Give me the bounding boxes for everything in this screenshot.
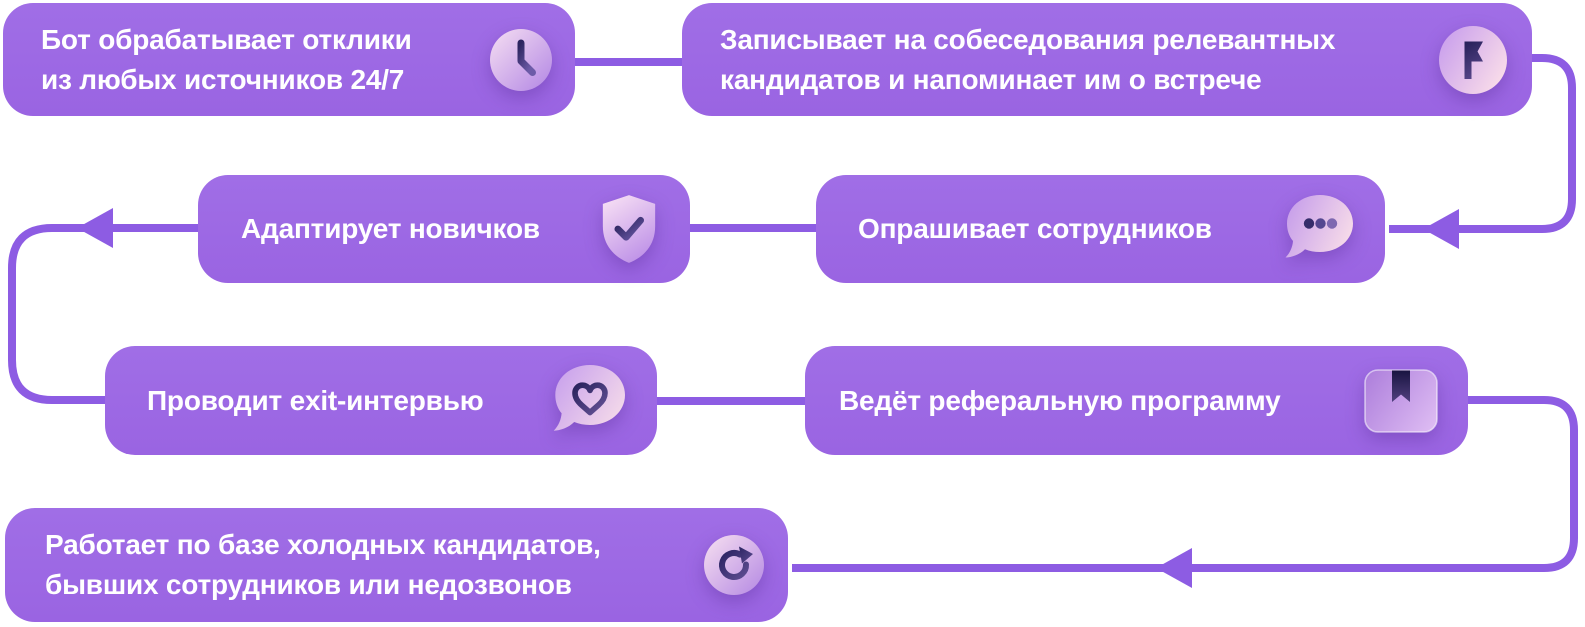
step-bot-processes: Бот обрабатывает отклики из любых источн…: [3, 3, 575, 116]
step-onboarding: Адаптирует новичков: [198, 175, 690, 283]
step-cold-base: Работает по базе холодных кандидатов, бы…: [5, 508, 788, 622]
shield-check-icon: [598, 193, 660, 265]
heart-chat-icon: [550, 360, 630, 442]
step-label-line: Бот обрабатывает отклики: [41, 23, 412, 55]
step-label-line: Опрашивает сотрудников: [858, 213, 1212, 244]
step-exit-interview-label: Проводит exit-интервью: [147, 381, 484, 421]
clock-icon: [489, 28, 553, 92]
connector-right-upper: [1389, 54, 1576, 233]
step-bot-processes-label: Бот обрабатывает отклики из любых источн…: [41, 20, 412, 100]
flag-icon: [1438, 25, 1508, 95]
step-label-line: Проводит exit-интервью: [147, 384, 484, 416]
step-label-line: Записывает на собеседования релевантных: [720, 23, 1336, 55]
step-label-line: кандидатов и напоминает им о встрече: [720, 63, 1262, 95]
step-exit-interview: Проводит exit-интервью: [105, 346, 657, 455]
arrow-into-cold-base-icon: [1156, 548, 1192, 588]
connector-right-lower: [792, 396, 1578, 572]
step-cold-base-label: Работает по базе холодных кандидатов, бы…: [45, 525, 601, 605]
connector-left-down: [8, 224, 198, 404]
step-label-line: Ведёт реферальную программу: [839, 384, 1281, 416]
step-surveys: Опрашивает сотрудников: [816, 175, 1385, 283]
arrow-to-left-column-icon: [77, 208, 113, 248]
refresh-icon: [703, 534, 765, 596]
step-onboarding-label: Адаптирует новичков: [241, 209, 540, 249]
step-schedules-label: Записывает на собеседования релевантных …: [720, 20, 1335, 100]
chat-dots-icon: [1282, 190, 1358, 268]
step-label-line: Адаптирует новичков: [241, 213, 540, 244]
arrow-into-surveys-icon: [1423, 209, 1459, 249]
step-label-line: бывших сотрудников или недозвонов: [45, 569, 572, 600]
step-referral: Ведёт реферальную программу: [805, 346, 1468, 455]
step-referral-label: Ведёт реферальную программу: [839, 381, 1281, 421]
step-label-line: Работает по базе холодных кандидатов,: [45, 529, 601, 560]
step-schedules: Записывает на собеседования релевантных …: [682, 3, 1532, 116]
book-bookmark-icon: [1364, 368, 1438, 433]
step-label-line: из любых источников 24/7: [41, 63, 405, 95]
step-surveys-label: Опрашивает сотрудников: [858, 209, 1212, 249]
